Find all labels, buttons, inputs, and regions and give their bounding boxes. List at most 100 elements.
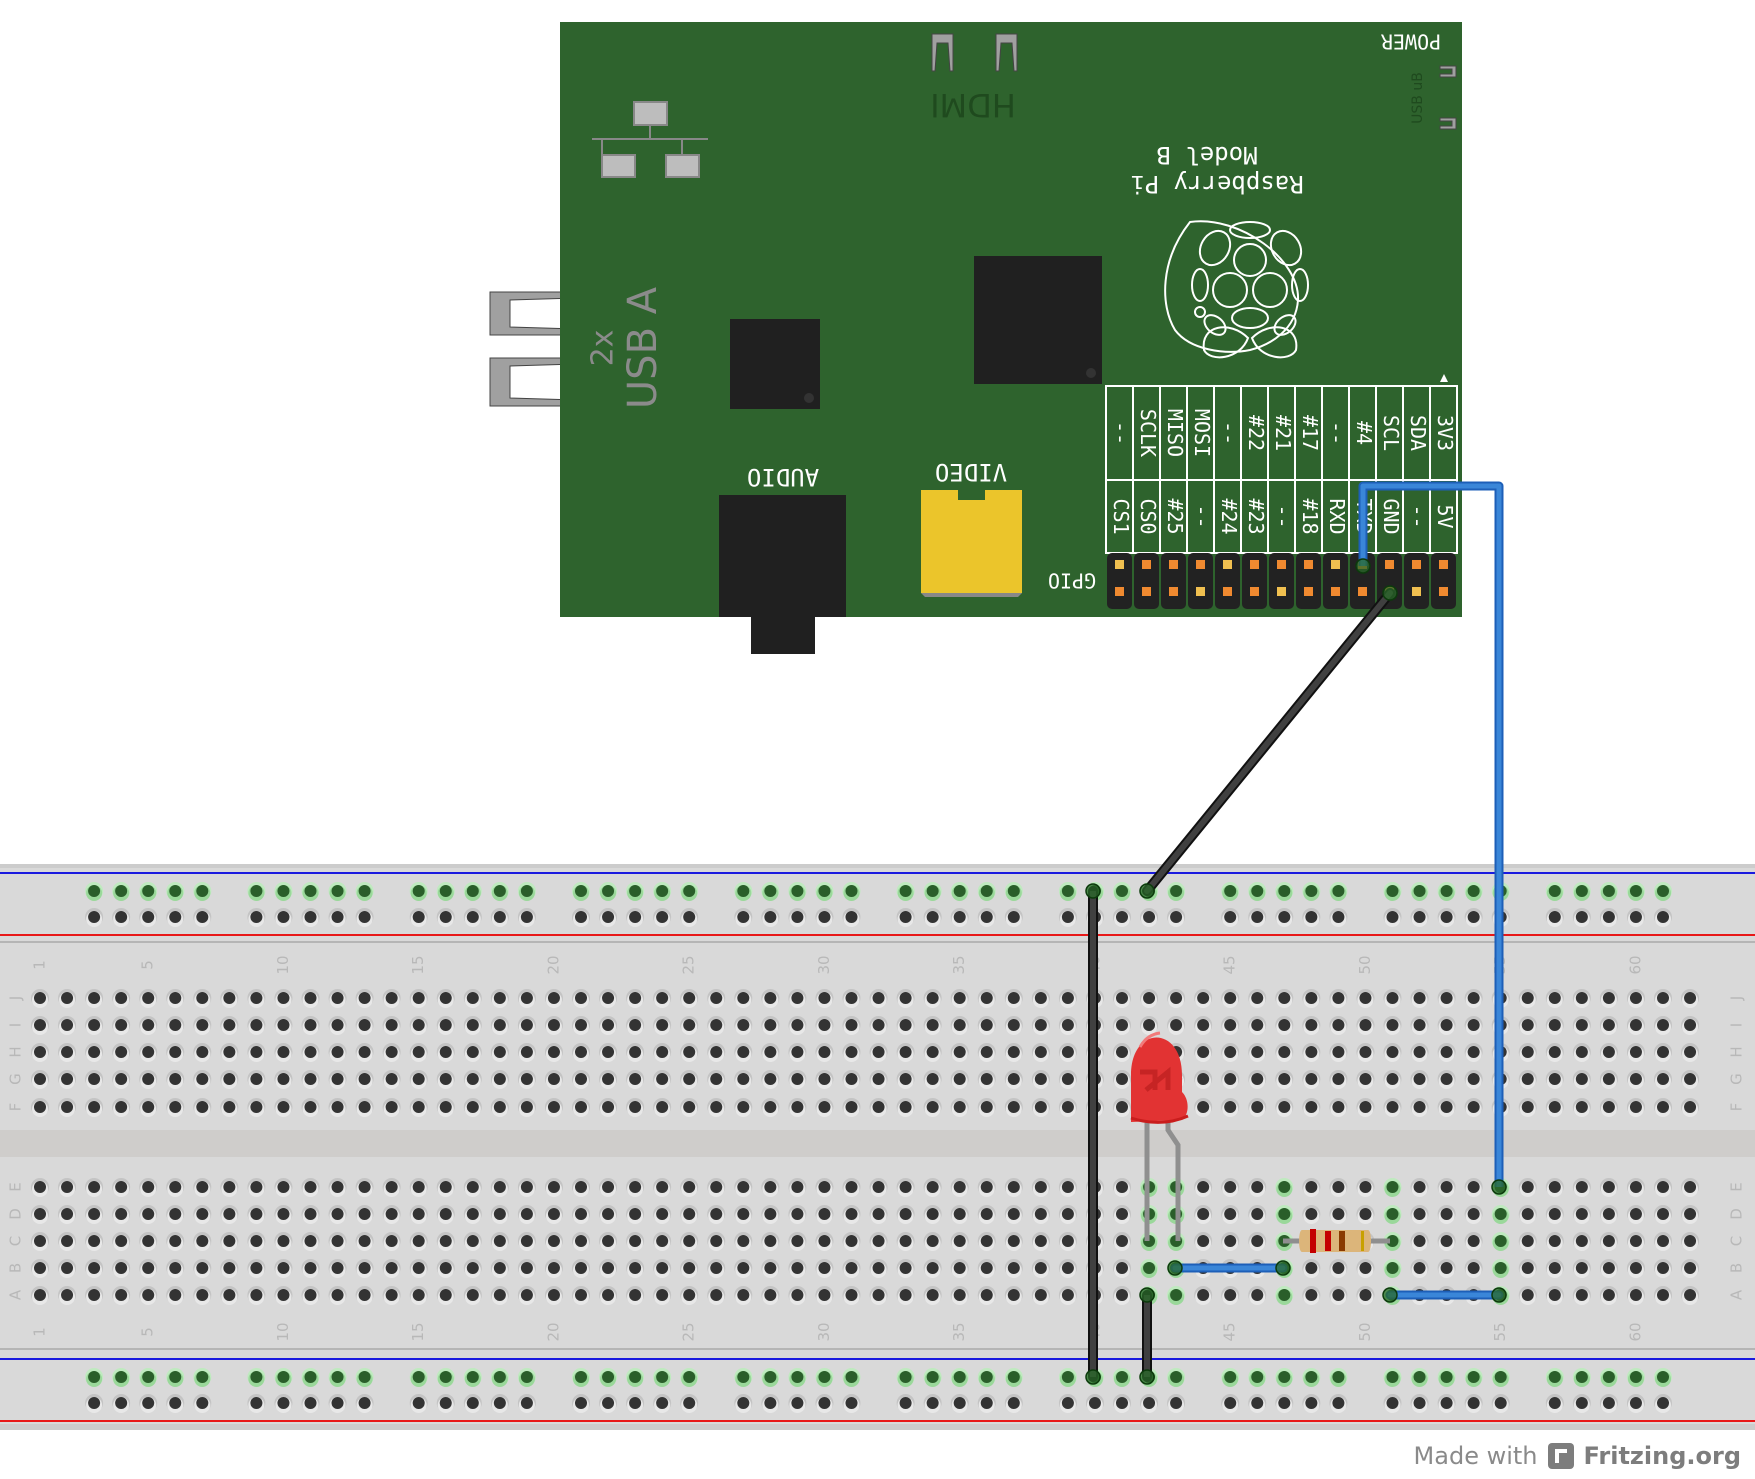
rail-hole[interactable] [1548, 911, 1561, 923]
rail-hole[interactable] [1440, 1397, 1453, 1409]
rail-hole[interactable] [683, 911, 696, 923]
rail-hole[interactable] [953, 1397, 966, 1409]
breadboard-hole[interactable] [1684, 992, 1697, 1004]
breadboard-hole[interactable] [1386, 992, 1399, 1004]
rail-hole[interactable] [331, 1397, 344, 1409]
breadboard-hole[interactable] [385, 1181, 398, 1193]
breadboard-hole[interactable] [115, 1019, 128, 1031]
breadboard-hole[interactable] [439, 1289, 452, 1301]
breadboard-hole[interactable] [1007, 1101, 1020, 1113]
breadboard-hole[interactable] [1629, 1208, 1642, 1220]
gpio-pin[interactable] [1223, 587, 1232, 596]
rail-hole[interactable] [493, 911, 506, 923]
breadboard-hole[interactable] [1629, 1235, 1642, 1247]
rail-hole[interactable] [575, 1397, 587, 1409]
breadboard-hole[interactable] [1251, 992, 1264, 1004]
breadboard-hole[interactable] [1386, 1073, 1399, 1085]
breadboard-hole[interactable] [466, 1101, 479, 1113]
breadboard-hole[interactable] [1494, 1235, 1507, 1247]
breadboard-hole[interactable] [1224, 1208, 1237, 1220]
breadboard-hole[interactable] [1467, 1208, 1480, 1220]
breadboard-hole[interactable] [710, 1289, 723, 1301]
breadboard-hole[interactable] [1251, 1019, 1264, 1031]
rail-hole[interactable] [1224, 1371, 1237, 1383]
breadboard-hole[interactable] [629, 1208, 642, 1220]
breadboard-hole[interactable] [1657, 1235, 1669, 1247]
breadboard-hole[interactable] [764, 1019, 777, 1031]
breadboard-hole[interactable] [683, 1208, 696, 1220]
rail-hole[interactable] [764, 885, 777, 897]
breadboard-hole[interactable] [1143, 1262, 1156, 1274]
rail-hole[interactable] [1629, 1371, 1642, 1383]
breadboard-hole[interactable] [953, 1046, 966, 1058]
rail-hole[interactable] [1386, 885, 1399, 897]
rail-hole[interactable] [1251, 1397, 1264, 1409]
breadboard-hole[interactable] [899, 1181, 912, 1193]
breadboard-hole[interactable] [1684, 1181, 1697, 1193]
rail-hole[interactable] [953, 885, 966, 897]
breadboard-hole[interactable] [1359, 992, 1372, 1004]
breadboard-hole[interactable] [1602, 1235, 1615, 1247]
gpio-pin[interactable] [1115, 587, 1124, 596]
rail-hole[interactable] [1440, 911, 1453, 923]
breadboard-hole[interactable] [1657, 1208, 1669, 1220]
rail-hole[interactable] [791, 1397, 804, 1409]
breadboard-hole[interactable] [223, 1101, 236, 1113]
rail-hole[interactable] [1224, 1397, 1237, 1409]
rail-hole[interactable] [1602, 911, 1615, 923]
breadboard-hole[interactable] [791, 1208, 804, 1220]
breadboard-hole[interactable] [1413, 1101, 1426, 1113]
breadboard-hole[interactable] [1575, 1073, 1588, 1085]
breadboard-hole[interactable] [1521, 1208, 1534, 1220]
rail-hole[interactable] [980, 885, 993, 897]
breadboard-hole[interactable] [1521, 1289, 1534, 1301]
breadboard-hole[interactable] [439, 1235, 452, 1247]
breadboard-hole[interactable] [61, 1073, 74, 1085]
rail-hole[interactable] [1278, 885, 1291, 897]
breadboard-hole[interactable] [845, 1073, 858, 1085]
breadboard-hole[interactable] [1548, 1235, 1561, 1247]
breadboard-hole[interactable] [1359, 1073, 1372, 1085]
breadboard-hole[interactable] [1657, 992, 1669, 1004]
breadboard-hole[interactable] [953, 1235, 966, 1247]
breadboard-hole[interactable] [88, 1181, 101, 1193]
breadboard-hole[interactable] [466, 1073, 479, 1085]
breadboard-hole[interactable] [169, 992, 182, 1004]
breadboard-hole[interactable] [1034, 1073, 1047, 1085]
breadboard-hole[interactable] [1575, 1235, 1588, 1247]
breadboard-hole[interactable] [1467, 1019, 1480, 1031]
breadboard-hole[interactable] [1061, 1101, 1074, 1113]
rail-hole[interactable] [575, 885, 587, 897]
breadboard-hole[interactable] [1007, 1235, 1020, 1247]
breadboard-hole[interactable] [115, 1101, 128, 1113]
rail-hole[interactable] [980, 1397, 993, 1409]
breadboard-hole[interactable] [1251, 1073, 1264, 1085]
breadboard-hole[interactable] [656, 1262, 669, 1274]
breadboard-hole[interactable] [1440, 1235, 1453, 1247]
breadboard-hole[interactable] [1521, 1262, 1534, 1274]
breadboard-hole[interactable] [1440, 1046, 1453, 1058]
breadboard-hole[interactable] [304, 1262, 317, 1274]
breadboard-hole[interactable] [737, 1046, 750, 1058]
breadboard-hole[interactable] [1440, 1019, 1453, 1031]
breadboard-hole[interactable] [1197, 992, 1210, 1004]
breadboard-hole[interactable] [1007, 1262, 1020, 1274]
breadboard-hole[interactable] [1007, 1046, 1020, 1058]
rail-hole[interactable] [926, 911, 939, 923]
breadboard-hole[interactable] [791, 1235, 804, 1247]
breadboard-hole[interactable] [1061, 1046, 1074, 1058]
rail-hole[interactable] [520, 885, 533, 897]
breadboard-hole[interactable] [142, 1101, 155, 1113]
rail-hole[interactable] [1629, 1397, 1642, 1409]
breadboard-hole[interactable] [304, 1181, 317, 1193]
breadboard-hole[interactable] [34, 1046, 46, 1058]
breadboard-hole[interactable] [34, 992, 46, 1004]
breadboard-hole[interactable] [845, 1181, 858, 1193]
breadboard-hole[interactable] [196, 1208, 209, 1220]
breadboard-hole[interactable] [304, 1101, 317, 1113]
rail-hole[interactable] [466, 1397, 479, 1409]
breadboard-hole[interactable] [412, 1019, 425, 1031]
breadboard-hole[interactable] [1251, 1181, 1264, 1193]
breadboard-hole[interactable] [575, 1181, 587, 1193]
resistor[interactable] [1283, 1229, 1390, 1253]
